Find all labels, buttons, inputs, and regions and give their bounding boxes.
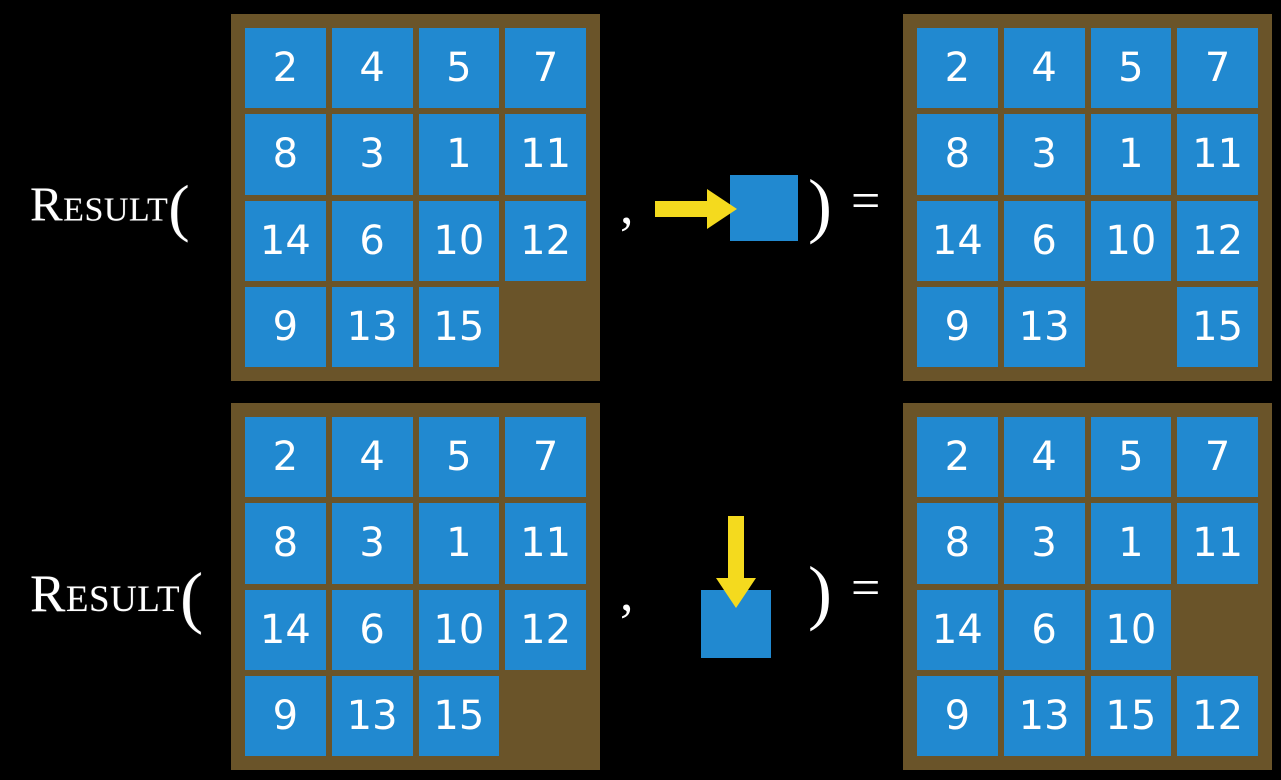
open-paren-row-2: ( <box>180 559 204 635</box>
tile[interactable]: 14 <box>245 200 326 281</box>
result-word-row-1: Result <box>30 176 169 232</box>
tile[interactable]: 10 <box>1090 200 1172 281</box>
tile[interactable]: 10 <box>418 589 500 670</box>
tile[interactable]: 1 <box>418 503 500 584</box>
tile[interactable]: 9 <box>245 286 326 367</box>
tile[interactable]: 11 <box>505 503 586 584</box>
tile[interactable]: 11 <box>1177 503 1258 584</box>
result-word-row-2: Result <box>30 565 181 624</box>
tile[interactable]: 1 <box>418 114 500 195</box>
result-label-row-1: Result( <box>30 176 190 240</box>
output-board-row-2: 2 4 5 7 8 3 1 11 14 6 10 9 13 15 12 <box>903 403 1272 770</box>
open-paren-row-1: ( <box>168 172 191 243</box>
action-slide-down <box>695 512 835 667</box>
output-board-row-1: 2 4 5 7 8 3 1 11 14 6 10 12 9 13 15 <box>903 14 1272 381</box>
empty-slot[interactable] <box>1091 287 1172 367</box>
tile[interactable]: 6 <box>1003 589 1085 670</box>
tile[interactable]: 5 <box>418 417 500 498</box>
tile[interactable]: 1 <box>1090 503 1172 584</box>
tile[interactable]: 2 <box>245 417 326 498</box>
tile[interactable]: 12 <box>505 589 586 670</box>
tile[interactable]: 5 <box>1090 417 1172 498</box>
tile[interactable]: 4 <box>1003 417 1085 498</box>
close-paren-row-1: ) <box>808 165 832 245</box>
tile[interactable]: 12 <box>505 200 586 281</box>
tile[interactable]: 3 <box>1003 114 1085 195</box>
tile[interactable]: 6 <box>1003 200 1085 281</box>
tile[interactable]: 11 <box>1177 114 1258 195</box>
tile[interactable]: 2 <box>245 28 326 109</box>
tile[interactable]: 13 <box>331 286 413 367</box>
tile[interactable]: 6 <box>331 589 413 670</box>
tile[interactable]: 15 <box>418 675 500 756</box>
tile[interactable]: 10 <box>1090 589 1172 670</box>
tile[interactable]: 3 <box>331 114 413 195</box>
empty-slot[interactable] <box>505 287 586 367</box>
comma-row-1: , <box>620 175 634 235</box>
tile[interactable]: 14 <box>917 589 998 670</box>
comma-row-2: , <box>620 562 634 622</box>
equals-sign-row-2: = <box>851 560 881 617</box>
tile[interactable]: 5 <box>418 28 500 109</box>
tile[interactable]: 9 <box>917 286 998 367</box>
tile[interactable]: 12 <box>1177 675 1258 756</box>
tile[interactable]: 2 <box>917 417 998 498</box>
tile[interactable]: 9 <box>245 675 326 756</box>
tile[interactable]: 8 <box>917 114 998 195</box>
tile[interactable]: 3 <box>1003 503 1085 584</box>
tile[interactable]: 11 <box>505 114 586 195</box>
input-board-row-1: 2 4 5 7 8 3 1 11 14 6 10 12 9 13 15 <box>231 14 600 381</box>
tile[interactable]: 8 <box>917 503 998 584</box>
tile[interactable]: 10 <box>418 200 500 281</box>
tile[interactable]: 13 <box>331 675 413 756</box>
tile[interactable]: 4 <box>1003 28 1085 109</box>
arrow-right-icon <box>655 189 737 229</box>
tile[interactable]: 7 <box>1177 28 1258 109</box>
tile[interactable]: 9 <box>917 675 998 756</box>
tile[interactable]: 3 <box>331 503 413 584</box>
tile[interactable]: 6 <box>331 200 413 281</box>
tile[interactable]: 7 <box>505 28 586 109</box>
tile[interactable]: 1 <box>1090 114 1172 195</box>
action-slide-right <box>655 170 805 250</box>
action-target-square-row-1 <box>730 175 798 241</box>
tile[interactable]: 7 <box>1177 417 1258 498</box>
result-label-row-2: Result( <box>30 563 204 632</box>
tile[interactable]: 2 <box>917 28 998 109</box>
tile[interactable]: 14 <box>917 200 998 281</box>
tile[interactable]: 15 <box>1090 675 1172 756</box>
empty-slot[interactable] <box>505 676 586 756</box>
tile[interactable]: 15 <box>1177 286 1258 367</box>
tile[interactable]: 4 <box>331 28 413 109</box>
close-paren-row-2: ) <box>808 552 832 632</box>
arrow-down-icon <box>716 516 756 608</box>
tile[interactable]: 7 <box>505 417 586 498</box>
input-board-row-2: 2 4 5 7 8 3 1 11 14 6 10 12 9 13 15 <box>231 403 600 770</box>
empty-slot[interactable] <box>1177 590 1258 670</box>
equals-sign-row-1: = <box>851 173 881 230</box>
tile[interactable]: 4 <box>331 417 413 498</box>
tile[interactable]: 8 <box>245 503 326 584</box>
tile[interactable]: 15 <box>418 286 500 367</box>
tile[interactable]: 13 <box>1003 675 1085 756</box>
tile[interactable]: 12 <box>1177 200 1258 281</box>
tile[interactable]: 14 <box>245 589 326 670</box>
tile[interactable]: 13 <box>1003 286 1085 367</box>
tile[interactable]: 8 <box>245 114 326 195</box>
tile[interactable]: 5 <box>1090 28 1172 109</box>
